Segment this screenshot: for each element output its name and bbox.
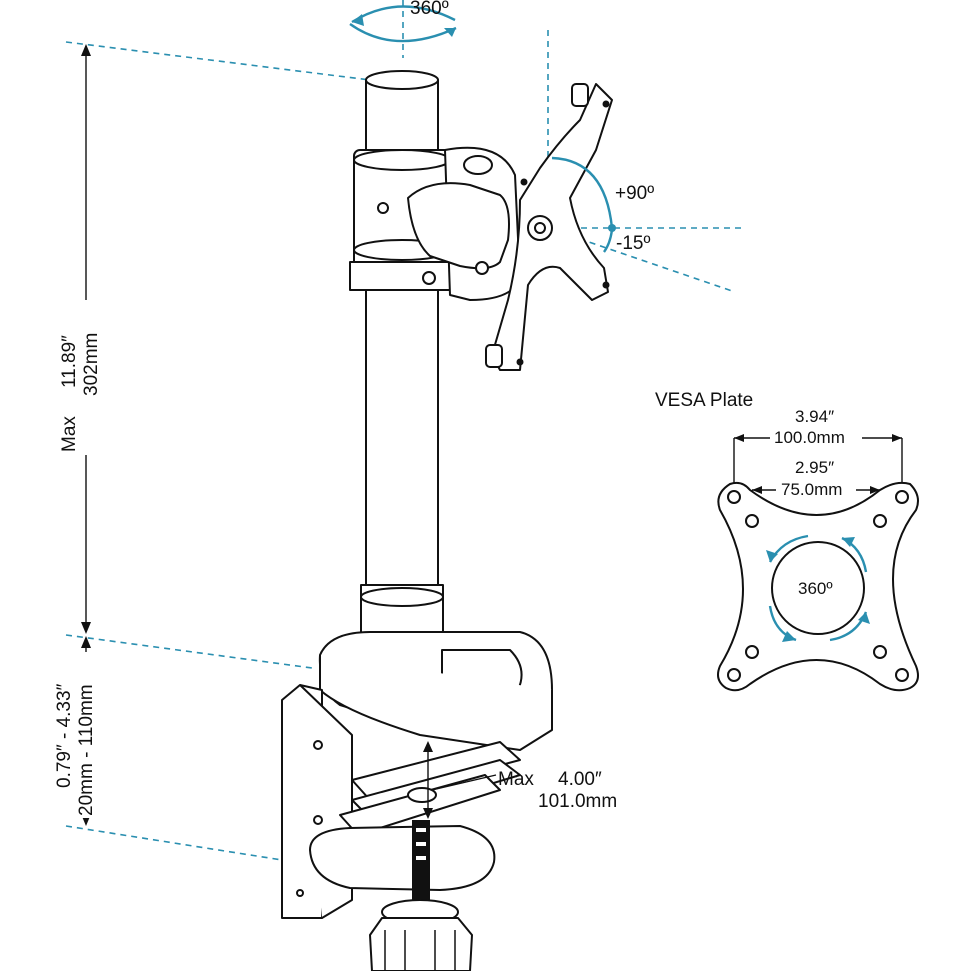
mounted-vesa-plate	[485, 83, 613, 371]
base-collar	[318, 631, 553, 751]
tilt-indicator: +90º -15º	[551, 156, 654, 254]
tilt-down-label: -15º	[616, 233, 650, 254]
tilt-up-label: +90º	[615, 183, 654, 204]
clamp-depth-metric: 101.0mm	[538, 791, 617, 812]
vesa-plate-title: VESA Plate	[655, 390, 753, 411]
clamp-thickness-metric: 20mm - 110mm	[76, 684, 97, 816]
c-clamp	[281, 684, 521, 971]
vesa-rotation-label: 360º	[798, 579, 833, 598]
height-dimension: Max 11.89″ 302mm	[59, 44, 110, 634]
top-swivel-arrow: 360º	[349, 0, 457, 43]
height-metric: 302mm	[81, 333, 102, 396]
vesa-inner-metric: 75.0mm	[781, 480, 842, 499]
height-imperial: 11.89″	[59, 335, 80, 388]
clamp-depth-prefix: Max	[498, 769, 534, 790]
height-prefix: Max	[59, 416, 80, 452]
vesa-outer-metric: 100.0mm	[774, 428, 845, 447]
clamp-thickness-imperial: 0.79″ - 4.33″	[54, 683, 75, 788]
clamp-depth-imperial: 4.00″	[558, 769, 602, 790]
top-swivel-label: 360º	[410, 0, 449, 19]
vesa-outer-imperial: 3.94″	[795, 407, 834, 426]
vesa-inner-imperial: 2.95″	[795, 458, 834, 477]
clamp-thickness-dimension: 0.79″ - 4.33″ 20mm - 110mm	[50, 636, 104, 826]
reference-lines	[65, 0, 745, 861]
tilt-head	[349, 146, 521, 301]
clamp-depth-dimension: Max 4.00″ 101.0mm	[423, 741, 617, 819]
vesa-plate-detail: VESA Plate 3.94″ 100.0mm 2.95″ 75.0mm	[655, 390, 919, 692]
